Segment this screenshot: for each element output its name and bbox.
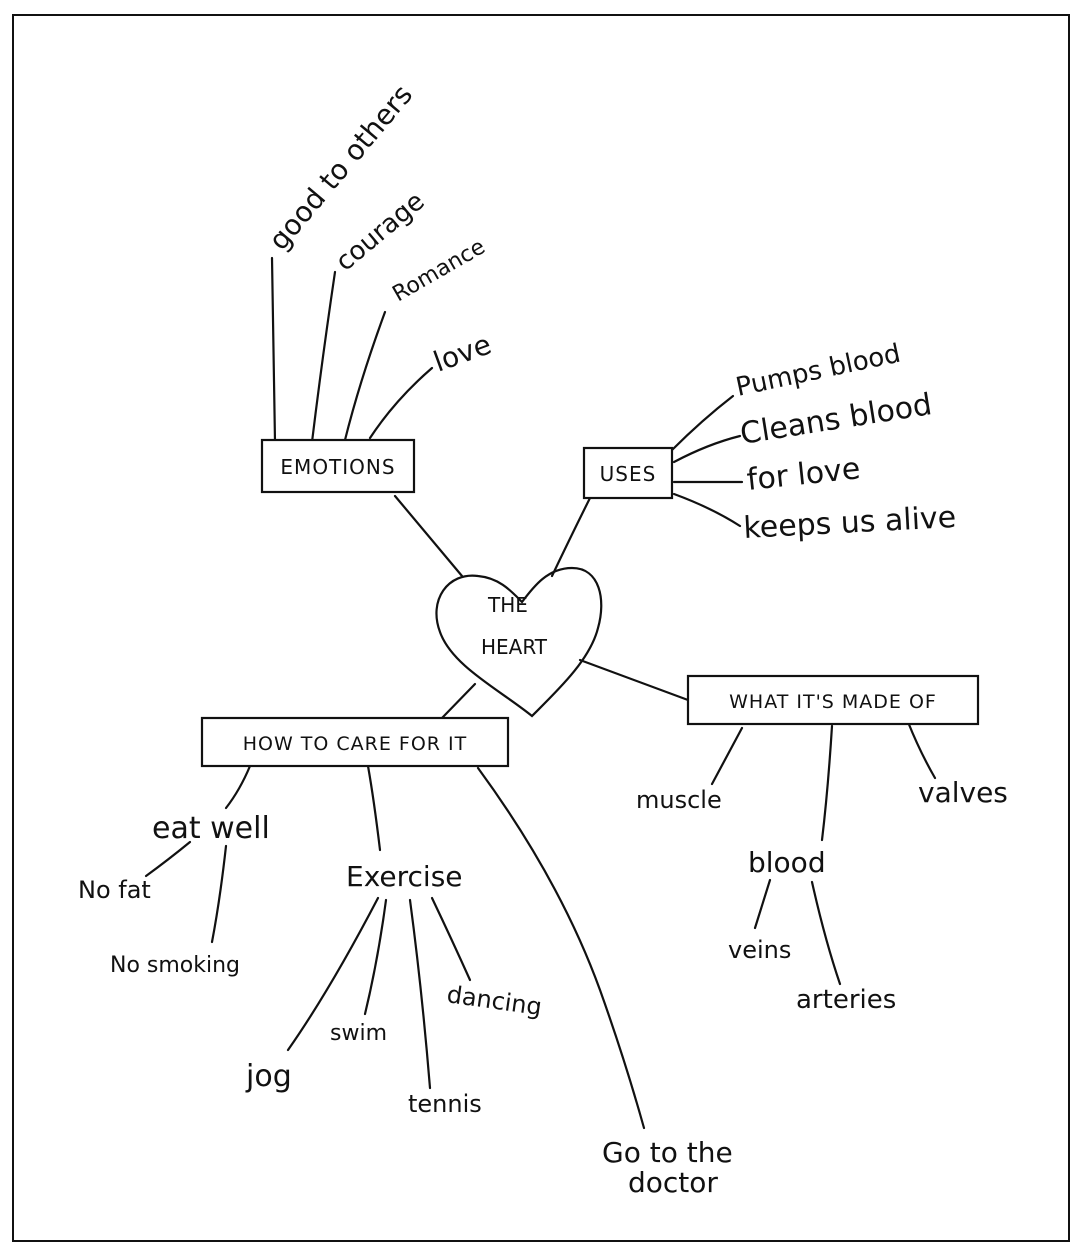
- use-for-love: for love: [745, 451, 862, 498]
- connector-blood: [820, 724, 834, 842]
- connector-cleans-blood: [672, 434, 742, 464]
- madeof-valves: valves: [918, 776, 1008, 809]
- connector-pumps-blood: [670, 394, 735, 452]
- connector-valves: [906, 720, 937, 780]
- madeof-blood: blood: [748, 846, 826, 879]
- emotion-courage: courage: [330, 186, 430, 277]
- connector-arteries: [810, 880, 842, 986]
- connector-courage: [310, 270, 337, 444]
- connector-good-to-others: [270, 256, 277, 444]
- heart-title-line2: HEART: [481, 635, 548, 659]
- heart-title-line1: THE: [487, 593, 528, 617]
- connector-muscle: [710, 726, 744, 786]
- care-doctor-line1: Go to the: [602, 1136, 733, 1169]
- use-pumps-blood: Pumps blood: [733, 339, 903, 403]
- made-of-box: WHAT IT'S MADE OF: [686, 674, 980, 726]
- emotions-label: EMOTIONS: [280, 455, 395, 479]
- connector-love: [368, 366, 434, 440]
- heart-shape-icon: [435, 566, 603, 718]
- connectors: [144, 256, 937, 1130]
- connector-veins: [753, 878, 772, 930]
- connector-heart-madeof: [578, 658, 690, 702]
- connector-exercise: [366, 764, 382, 852]
- connector-heart-care: [440, 682, 477, 720]
- connector-keeps-alive: [672, 492, 742, 528]
- use-keeps-alive: keeps us alive: [743, 500, 957, 546]
- connector-swim: [363, 898, 388, 1016]
- exercise-tennis: tennis: [408, 1090, 482, 1118]
- care-no-fat: No fat: [78, 876, 151, 904]
- care-exercise: Exercise: [346, 860, 463, 893]
- connector-tennis: [408, 898, 432, 1090]
- blood-arteries: arteries: [796, 985, 896, 1015]
- made-of-label: WHAT IT'S MADE OF: [729, 691, 937, 713]
- exercise-swim: swim: [330, 1021, 387, 1046]
- uses-label: USES: [600, 462, 657, 486]
- madeof-muscle: muscle: [636, 786, 722, 814]
- care-eat-well: eat well: [152, 811, 270, 846]
- connector-no-fat: [144, 840, 192, 878]
- connector-emotions-heart: [393, 494, 464, 578]
- connector-doctor: [476, 766, 646, 1130]
- connector-jog: [286, 896, 380, 1052]
- emotion-love: love: [429, 327, 495, 378]
- exercise-dancing: dancing: [445, 980, 543, 1021]
- connector-uses-heart: [550, 496, 592, 578]
- connector-romance: [343, 310, 387, 442]
- central-heart: THE HEART: [435, 566, 603, 718]
- care-label: HOW TO CARE FOR IT: [243, 733, 468, 755]
- uses-box: USES: [582, 446, 674, 500]
- blood-veins: veins: [728, 936, 791, 964]
- care-no-smoking: No smoking: [110, 953, 240, 978]
- connector-no-smoking: [210, 844, 228, 944]
- connector-dancing: [430, 896, 472, 982]
- connector-eat-well: [224, 764, 252, 810]
- exercise-jog: jog: [245, 1059, 292, 1094]
- care-doctor-line2: doctor: [628, 1166, 718, 1199]
- care-box: HOW TO CARE FOR IT: [200, 716, 510, 768]
- diagram-frame: [12, 14, 1070, 1242]
- emotions-box: EMOTIONS: [260, 438, 416, 494]
- emotion-romance: Romance: [389, 234, 490, 307]
